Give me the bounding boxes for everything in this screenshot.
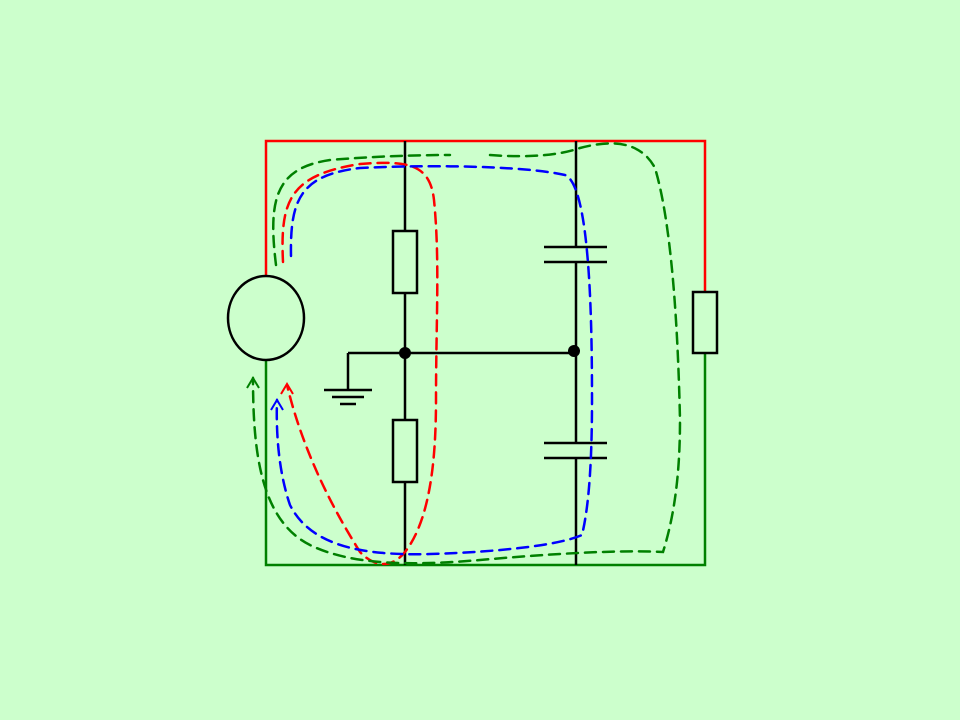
resistor-r1: [391, 229, 419, 295]
junction-dot-right: [568, 345, 580, 357]
ground-icon: [324, 388, 372, 406]
current-loop-green: [251, 142, 682, 565]
current-loop-red: [281, 161, 439, 566]
junction-dot-left: [399, 347, 411, 359]
supply-rail: [264, 139, 707, 292]
capacitor-c2: [544, 441, 607, 460]
voltage-source: [226, 274, 306, 362]
current-loop-blue: [275, 165, 594, 556]
loop-green-arrowhead: [246, 376, 260, 389]
resistor-r2: [391, 418, 419, 484]
resistor-load: [691, 290, 719, 355]
loop-red-arrowhead: [280, 382, 294, 395]
loop-blue-arrowhead: [270, 398, 284, 411]
capacitor-c1: [544, 245, 607, 264]
return-rail: [264, 353, 707, 567]
